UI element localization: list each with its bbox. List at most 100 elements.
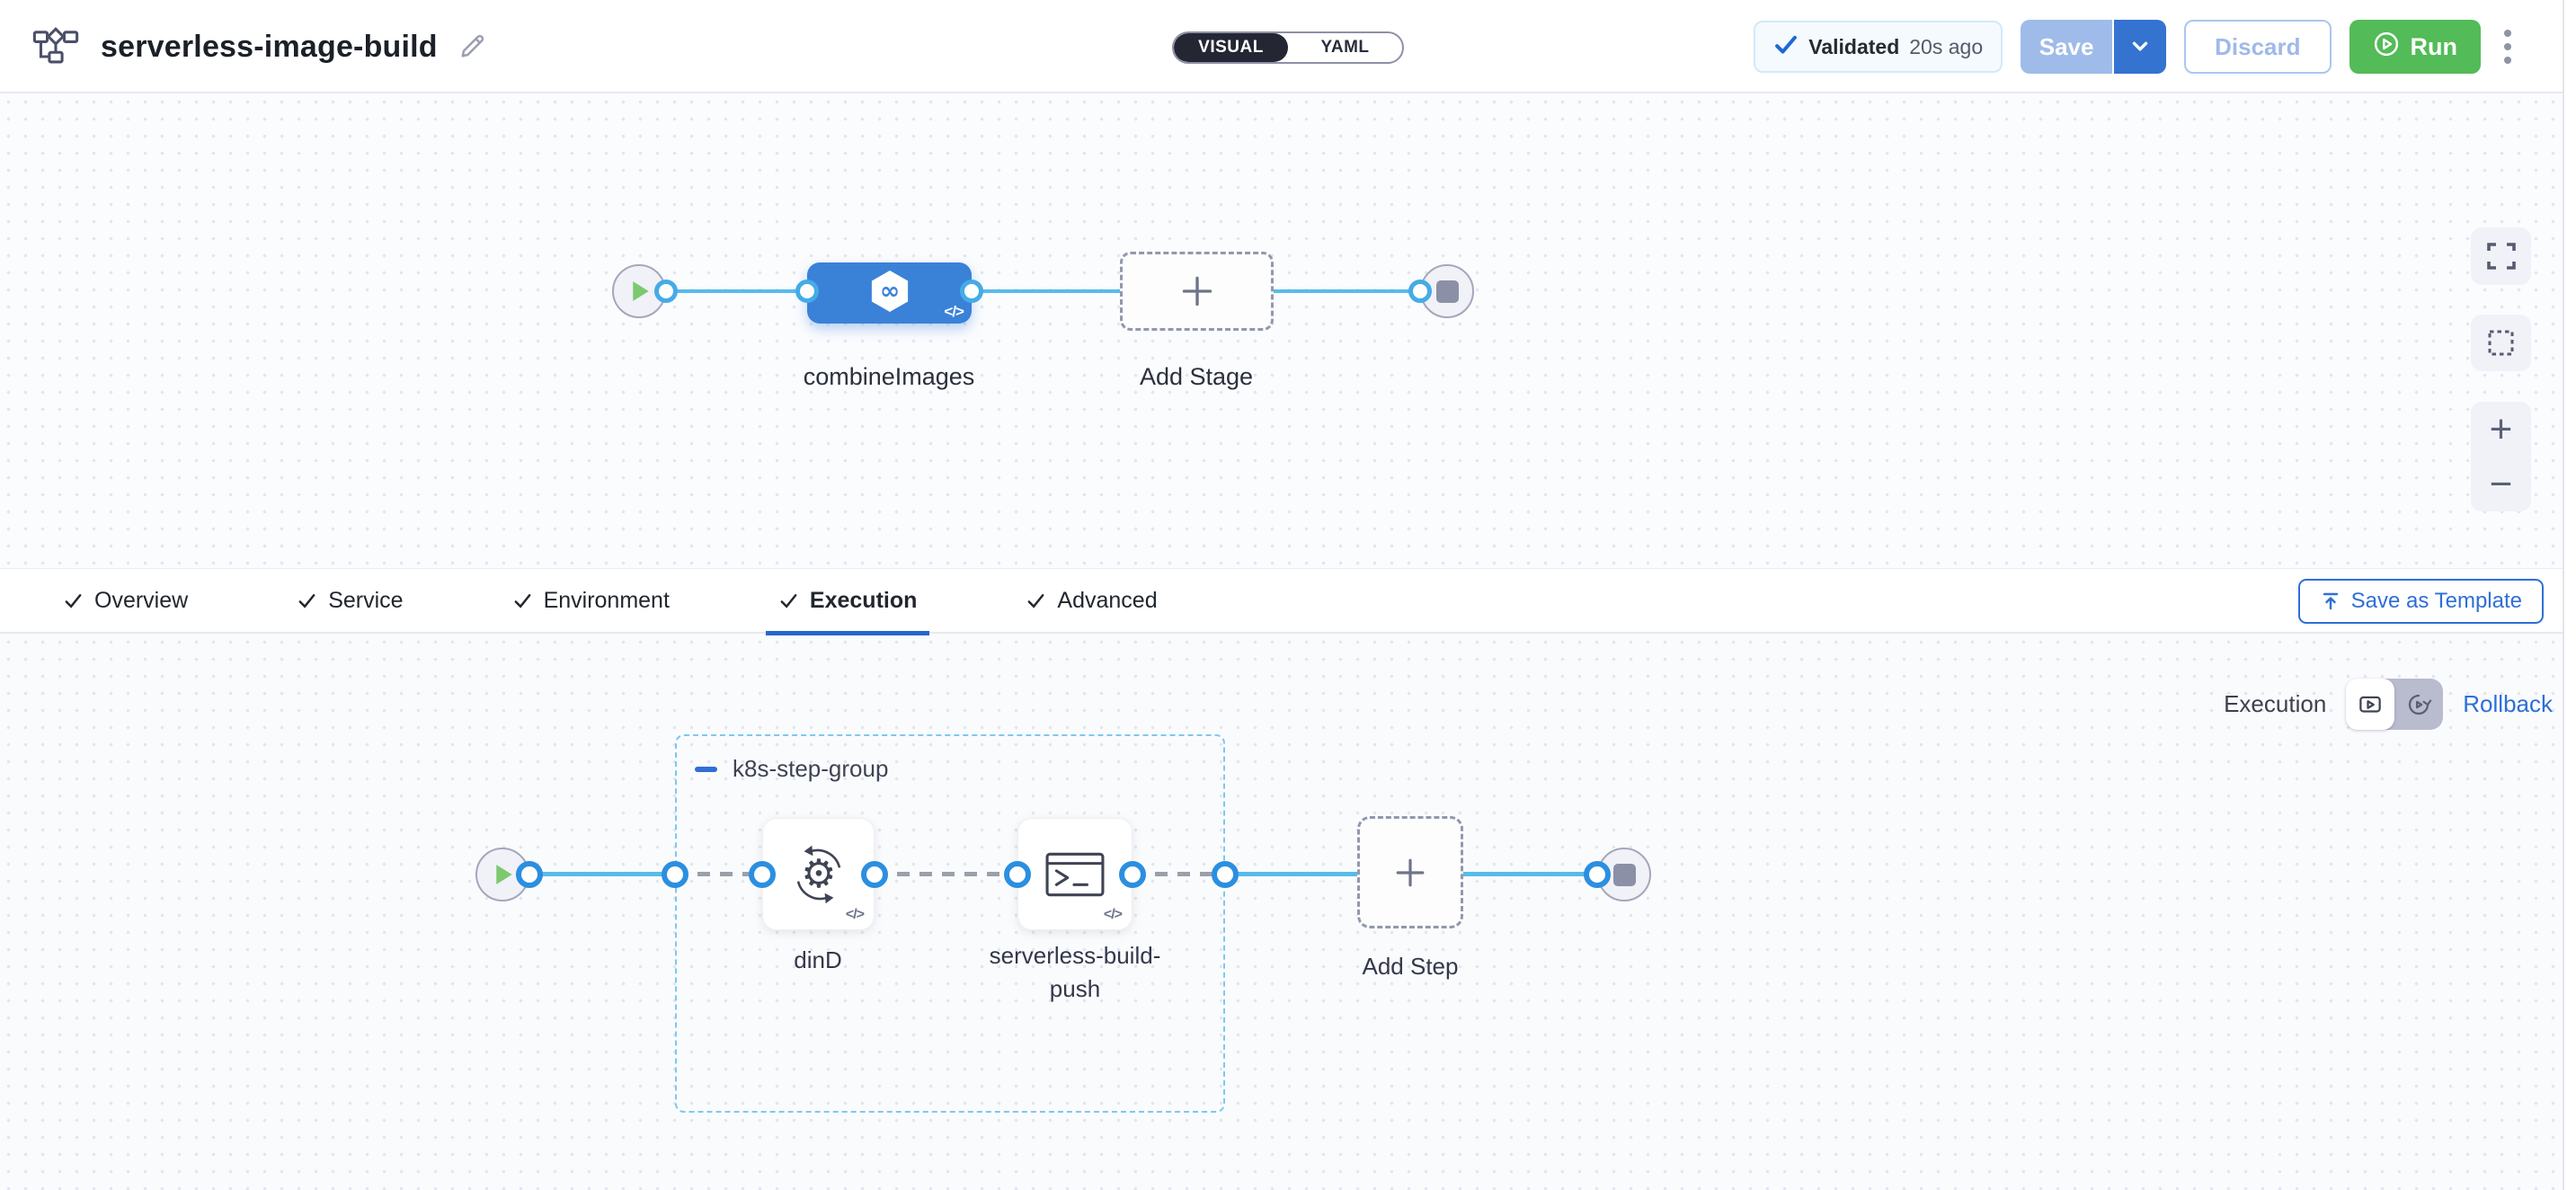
step-group-name: k8s-step-group — [733, 755, 889, 782]
pipeline-flowchart-icon — [32, 25, 79, 69]
step-node-serverless-build-push[interactable]: </> — [1017, 818, 1133, 930]
visual-yaml-toggle: VISUAL YAML — [1172, 31, 1404, 64]
stage-canvas[interactable]: ∞ </> combineImages Add Stage — [0, 93, 2576, 568]
stage-node-combineimages[interactable]: ∞ </> — [807, 262, 972, 324]
tab-check-icon — [298, 593, 315, 608]
execution-view-label: Execution — [2224, 690, 2327, 717]
zoom-in-out-group: + − — [2471, 402, 2531, 511]
pipeline-header: serverless-image-build VISUAL YAML — [0, 0, 2576, 93]
collapse-group-button[interactable] — [695, 767, 717, 772]
tab-label: Overview — [94, 587, 189, 613]
visual-mode-button[interactable]: VISUAL — [1174, 33, 1288, 62]
execution-rollback-toggle — [2346, 679, 2444, 730]
tab-label: Advanced — [1057, 587, 1158, 613]
plus-icon — [1182, 276, 1212, 306]
marquee-select-button[interactable] — [2471, 315, 2531, 371]
add-stage-button[interactable] — [1120, 252, 1274, 331]
save-as-template-label: Save as Template — [2350, 589, 2522, 613]
connector-port[interactable] — [662, 861, 688, 888]
connector-port[interactable] — [516, 861, 543, 888]
tab-service[interactable]: Service — [284, 568, 415, 634]
execution-view-controls: Execution Rollback — [2224, 679, 2553, 730]
rollback-link[interactable]: Rollback — [2463, 690, 2553, 717]
ci-hexagon-icon: ∞ — [869, 269, 910, 318]
code-badge-icon: </> — [845, 907, 865, 922]
svg-text:⚙: ⚙ — [801, 851, 836, 897]
execution-steps-icon — [2359, 696, 2382, 713]
validation-status-badge[interactable]: Validated 20s ago — [1754, 21, 2003, 73]
pencil-icon — [459, 32, 486, 62]
flow-line — [1463, 872, 1597, 876]
tab-advanced[interactable]: Advanced — [1013, 568, 1169, 634]
code-badge-icon: </> — [944, 303, 964, 320]
zoom-out-button[interactable]: − — [2471, 457, 2531, 511]
connector-port[interactable] — [1408, 280, 1432, 303]
pipeline-title-group: serverless-image-build — [32, 0, 486, 93]
tab-execution[interactable]: Execution — [765, 568, 930, 635]
stop-icon — [1612, 863, 1636, 886]
zoom-in-button[interactable]: + — [2471, 402, 2531, 457]
right-panel-edge — [2563, 0, 2576, 1190]
plus-icon — [1396, 858, 1425, 886]
fullscreen-icon — [2486, 243, 2516, 270]
more-options-button[interactable] — [2499, 24, 2517, 69]
validation-status-text: Validated — [1808, 34, 1900, 58]
flow-line — [1225, 872, 1357, 876]
tab-check-icon — [780, 593, 797, 608]
add-step-button[interactable] — [1357, 816, 1463, 928]
tab-check-icon — [1027, 593, 1044, 608]
connector-port[interactable] — [1004, 861, 1031, 888]
connector-port[interactable] — [960, 280, 983, 303]
yaml-mode-button[interactable]: YAML — [1288, 33, 1402, 62]
connector-port[interactable] — [861, 861, 888, 888]
selection-box-icon — [2488, 330, 2513, 355]
discard-button[interactable]: Discard — [2184, 20, 2332, 74]
start-play-icon — [633, 281, 649, 301]
connector-port[interactable] — [1212, 861, 1239, 888]
stop-icon — [1435, 280, 1459, 303]
add-step-label: Add Step — [1362, 953, 1459, 980]
stage-tab-bar: Overview Service Environment Execution A… — [0, 568, 2576, 635]
run-button-label: Run — [2410, 32, 2457, 60]
add-stage-label: Add Stage — [1139, 363, 1254, 390]
fit-to-screen-button[interactable] — [2471, 227, 2531, 285]
tab-check-icon — [514, 593, 530, 608]
execution-canvas[interactable]: Execution Rollback — [0, 634, 2576, 1190]
upload-icon — [2323, 592, 2338, 610]
connector-port[interactable] — [1584, 861, 1611, 888]
dashed-flow-line — [875, 872, 1017, 876]
step-name-label: serverless-build-push — [989, 942, 1161, 1002]
save-split-button: Save — [2021, 20, 2167, 74]
execution-view-button[interactable] — [2346, 679, 2395, 730]
connector-port[interactable] — [795, 280, 819, 303]
step-node-dind[interactable]: ⚙ </> — [762, 818, 875, 930]
connector-port[interactable] — [654, 280, 678, 303]
tab-environment[interactable]: Environment — [500, 568, 682, 634]
save-button[interactable]: Save — [2021, 20, 2115, 74]
check-icon — [1773, 32, 1799, 62]
flow-line — [666, 289, 807, 293]
rollback-icon — [2409, 694, 2432, 715]
pipeline-title: serverless-image-build — [101, 29, 438, 64]
validation-time: 20s ago — [1909, 34, 1984, 58]
chevron-down-icon — [2128, 34, 2152, 60]
dashed-flow-line — [675, 872, 762, 876]
rollback-view-button[interactable] — [2394, 679, 2443, 730]
connector-port[interactable] — [749, 861, 776, 888]
tab-label: Service — [328, 587, 404, 613]
terminal-icon — [1045, 852, 1105, 896]
run-play-icon — [2373, 31, 2400, 64]
dashed-flow-line — [1133, 872, 1225, 876]
step-group-k8s: k8s-step-group — [675, 734, 1225, 1113]
save-as-template-button[interactable]: Save as Template — [2297, 579, 2544, 624]
save-options-button[interactable] — [2114, 20, 2167, 74]
canvas-zoom-controls: + − — [2471, 227, 2531, 511]
connector-port[interactable] — [1119, 861, 1146, 888]
run-button[interactable]: Run — [2349, 20, 2481, 74]
edit-pipeline-name-button[interactable] — [459, 32, 486, 62]
tab-label: Environment — [543, 587, 670, 613]
tab-overview[interactable]: Overview — [50, 568, 200, 634]
tab-check-icon — [65, 593, 82, 608]
step-name-label: dinD — [794, 946, 842, 973]
